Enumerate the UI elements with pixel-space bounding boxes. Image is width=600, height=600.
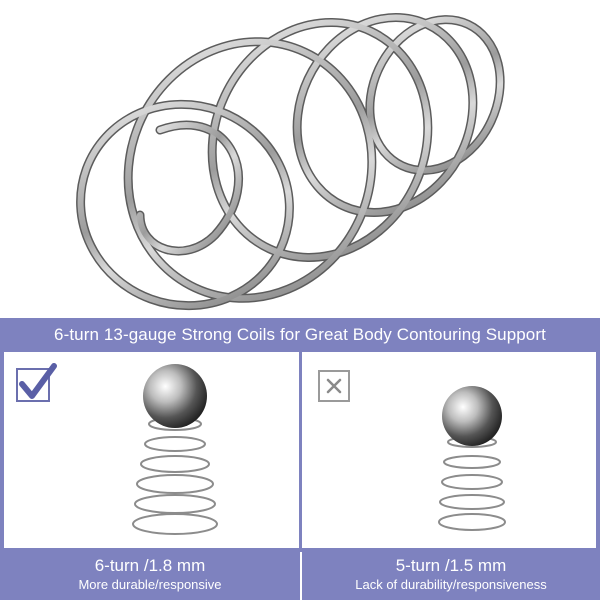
spec-5-turn: 5-turn /1.5 mm: [395, 555, 507, 575]
caption-6-turn: 6-turn /1.8 mm More durable/responsive: [0, 548, 300, 600]
drawback-5-turn: Lack of durability/responsiveness: [355, 576, 547, 592]
banner-text: 6-turn 13-gauge Strong Coils for Great B…: [54, 325, 546, 344]
caption-5-turn: 5-turn /1.5 mm Lack of durability/respon…: [302, 548, 600, 600]
spring-5-turn: [438, 386, 506, 531]
spec-6-turn: 6-turn /1.8 mm: [94, 555, 206, 575]
benefit-6-turn: More durable/responsive: [78, 576, 222, 592]
check-icon: [19, 363, 57, 399]
banner: 6-turn 13-gauge Strong Coils for Great B…: [0, 318, 600, 352]
cross-icon: [326, 378, 342, 394]
spring-6-turn: [132, 364, 218, 535]
panel-divider: [299, 352, 302, 552]
coil-spring-illustration: [76, 13, 505, 311]
